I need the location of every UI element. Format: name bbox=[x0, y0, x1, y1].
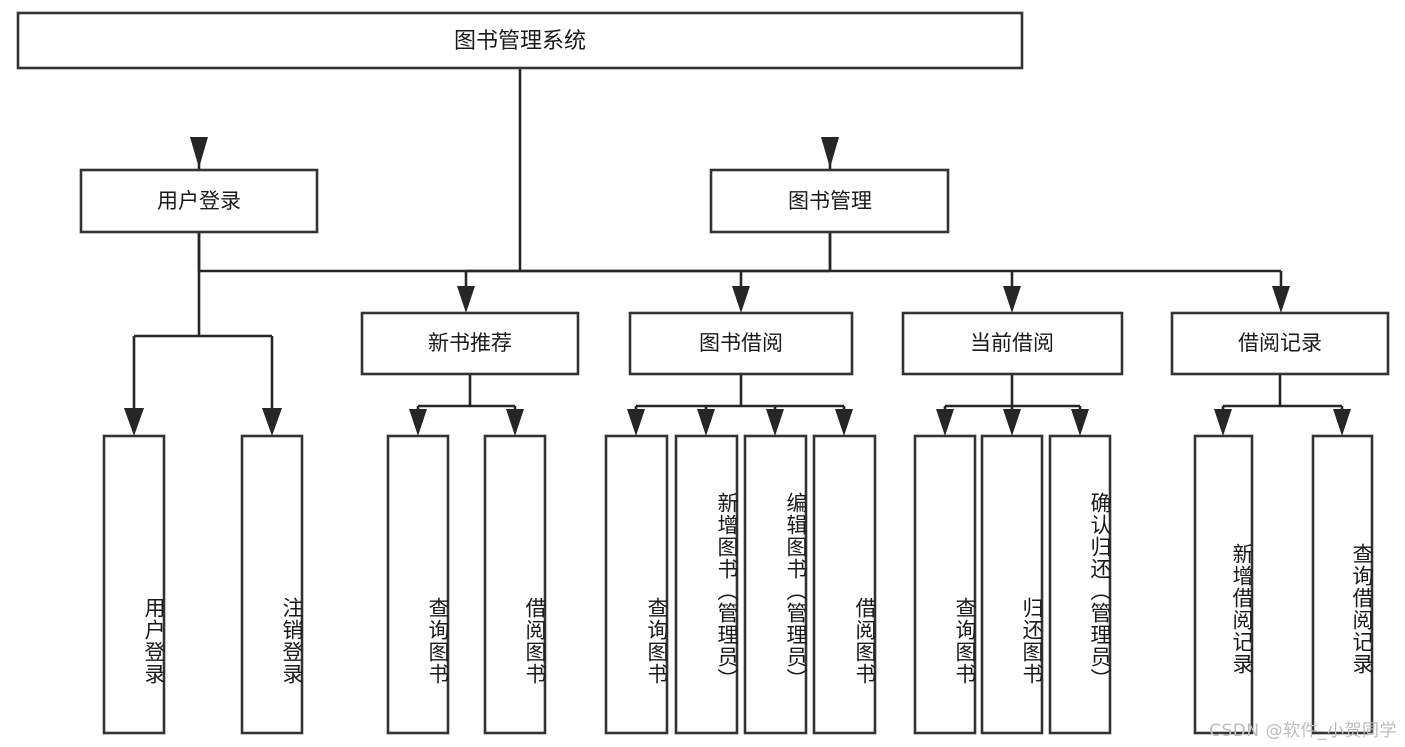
node-borrow-records-box[interactable] bbox=[1170, 311, 1390, 376]
node-borrow-records-label: 借阅记录 bbox=[1238, 331, 1322, 355]
arrow-records-leaf-2 bbox=[1333, 409, 1351, 436]
node-root-label: 图书管理系统 bbox=[454, 29, 586, 54]
edges-layer bbox=[124, 68, 1351, 436]
node-leaf-user-logout-box[interactable] bbox=[240, 434, 304, 735]
node-user-login-box[interactable] bbox=[79, 168, 319, 234]
arrow-borrow-leaf-3 bbox=[766, 409, 784, 436]
node-leaf-user-login-box[interactable] bbox=[102, 434, 166, 735]
arrow-bookmgmt-to-records bbox=[1272, 286, 1290, 313]
arrow-current-leaf-2 bbox=[1003, 409, 1021, 436]
node-current-borrow-box[interactable] bbox=[901, 311, 1124, 376]
node-book-borrow-box[interactable] bbox=[628, 311, 854, 376]
arrow-borrow-leaf-4 bbox=[835, 409, 853, 436]
arrow-bookmgmt-to-current bbox=[1003, 286, 1021, 313]
node-leaf-confirm-return-admin-box[interactable] bbox=[1048, 434, 1112, 735]
arrow-userlogin-leaf-1 bbox=[124, 408, 144, 436]
node-new-book-recommend-label: 新书推荐 bbox=[428, 331, 512, 355]
node-leaf-query-books-current-box[interactable] bbox=[913, 434, 977, 735]
arrow-borrow-leaf-1 bbox=[627, 409, 645, 436]
arrow-records-leaf-1 bbox=[1214, 409, 1232, 436]
node-root-box[interactable] bbox=[16, 11, 1024, 70]
node-book-management-label: 图书管理 bbox=[788, 189, 872, 213]
node-current-borrow-label: 当前借阅 bbox=[970, 331, 1054, 355]
node-leaf-query-books-new-box[interactable] bbox=[386, 434, 450, 735]
node-leaf-borrow-books-new-box[interactable] bbox=[483, 434, 547, 735]
arrow-newbooks-leaf-1 bbox=[409, 409, 427, 436]
node-new-book-recommend-box[interactable] bbox=[360, 311, 580, 376]
nodes-layer: 图书管理系统 用户登录 图书管理 新书推荐 图书借阅 当前借阅 借阅记录 bbox=[16, 11, 1390, 735]
node-leaf-query-books-borrow-box[interactable] bbox=[604, 434, 669, 735]
node-book-borrow-label: 图书借阅 bbox=[699, 331, 783, 355]
node-user-login-label: 用户登录 bbox=[157, 189, 241, 213]
node-book-management-box[interactable] bbox=[709, 168, 950, 234]
arrow-current-leaf-1 bbox=[936, 409, 954, 436]
arrow-bookmgmt-to-borrow bbox=[732, 286, 750, 313]
arrow-bookmgmt-to-new-books bbox=[457, 286, 475, 313]
arrow-root-to-book-mgmt bbox=[821, 137, 839, 168]
arrow-root-to-user-login bbox=[190, 137, 208, 168]
node-leaf-query-borrow-record-box[interactable] bbox=[1311, 434, 1374, 735]
arrow-borrow-leaf-2 bbox=[697, 409, 715, 436]
node-leaf-borrow-book-box[interactable] bbox=[812, 434, 877, 735]
arrow-newbooks-leaf-2 bbox=[506, 409, 524, 436]
node-leaf-edit-book-admin-box[interactable] bbox=[743, 434, 808, 735]
node-leaf-add-borrow-record-box[interactable] bbox=[1193, 434, 1254, 735]
arrow-current-leaf-3 bbox=[1071, 409, 1089, 436]
csdn-watermark: CSDN @软件_小贺同学 bbox=[1209, 721, 1397, 741]
node-leaf-add-book-admin-box[interactable] bbox=[674, 434, 739, 735]
node-leaf-return-book-box[interactable] bbox=[980, 434, 1044, 735]
arrow-userlogin-leaf-2 bbox=[262, 408, 282, 436]
